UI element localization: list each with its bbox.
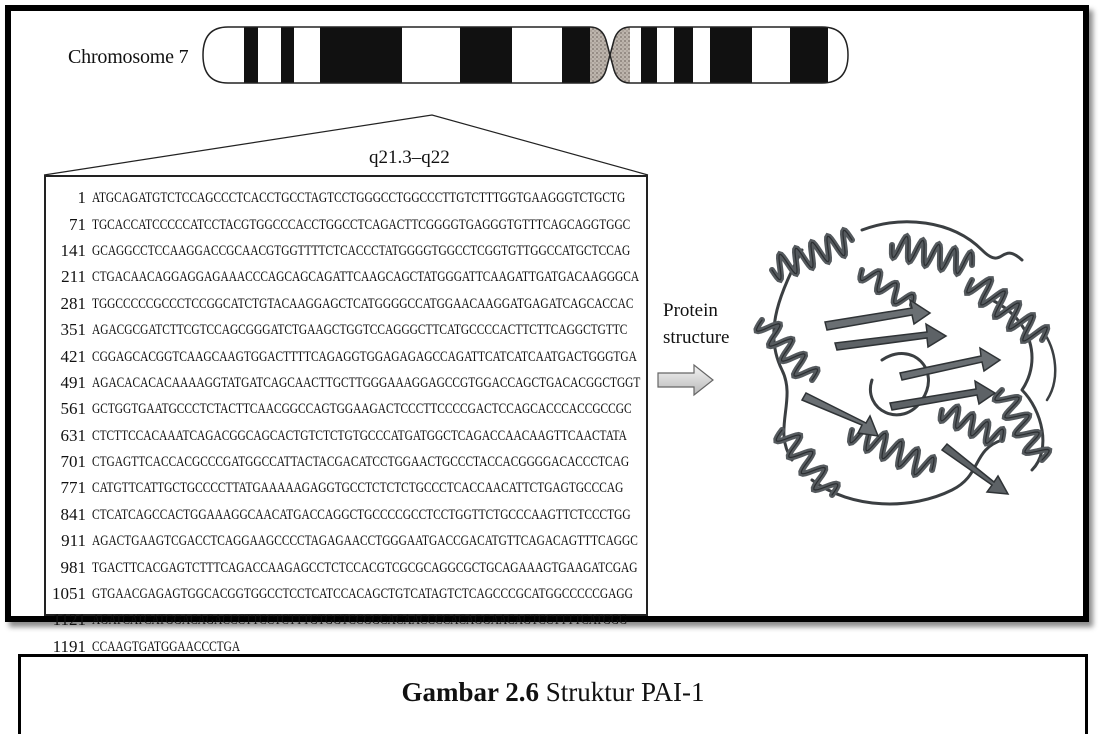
sequence-row: 561 GCTGGTGAATGCCCTCTACTTCAACGGCCAGTGGAAG… xyxy=(46,396,646,422)
sequence-row: 351 AGACGCGATCTTCGTCCAGCGGGATCTGAAGCTGGTC… xyxy=(46,317,646,343)
sequence-row: 1051 GTGAACGAGAGTGGCACGGTGGCCTCCTCATCCACA… xyxy=(46,581,646,607)
helix xyxy=(755,319,819,381)
helix xyxy=(940,406,1004,444)
sequence-box: 1 ATGCAGATGTCTCCAGCCCTCACCTGCCTAGTCCTGGGC… xyxy=(44,175,648,656)
sequence-position: 351 xyxy=(60,320,87,340)
sequence-bases: AGACGCGATCTTCGTCCAGCGGGATCTGAAGCTGGTCCAG… xyxy=(92,321,628,339)
chromosome-ideogram xyxy=(43,26,849,176)
arrow-right-icon xyxy=(657,363,714,397)
sequence-row: 1191 CCAAGTGATGGAACCCTGA xyxy=(46,634,646,660)
sequence-bases: GCAGGCCTCCAAGGACCGCAACGTGGTTTTCTCACCCTAT… xyxy=(92,241,631,259)
sequence-position: 1 xyxy=(77,188,87,208)
sequence-position: 631 xyxy=(60,425,87,445)
sequence-bases: CTCTTCCACAAATCAGACGGCAGCACTGTCTCTGTGCCCA… xyxy=(92,426,627,444)
sequence-row: 421 CGGAGCACGGTCAAGCAAGTGGACTTTTCAGAGGTGG… xyxy=(46,343,646,369)
band xyxy=(641,27,657,83)
sequence-bases: AGATCATCATGGACAGACCCTTCCTCTTTGTGGTCCGGCA… xyxy=(92,611,628,629)
sequence-row: 141 GCAGGCCTCCAAGGACCGCAACGTGGTTTTCTCACCC… xyxy=(46,238,646,264)
sequence-bases: CTCATCAGCCACTGGAAAGGCAACATGACCAGGCTGCCCC… xyxy=(92,505,631,523)
zoom-lines xyxy=(43,114,649,176)
sequence-row: 771 CATGTTCATTGCTGCCCCTTATGAAAAAGAGGTGCCT… xyxy=(46,475,646,501)
sequence-bases: TGCACCATCCCCCATCCTACGTGGCCCACCTGGCCTCAGA… xyxy=(92,215,631,233)
sequence-row: 981 TGACTTCACGAGTCTTTCAGACCAAGAGCCTCTCCAC… xyxy=(46,554,646,580)
sequence-position: 1191 xyxy=(52,636,86,656)
sequence-position: 911 xyxy=(61,531,86,551)
sequence-position: 1121 xyxy=(52,610,86,630)
protein-label-line2: structure xyxy=(663,327,730,348)
sequence-row: 841 CTCATCAGCCACTGGAAAGGCAACATGACCAGGCTGC… xyxy=(46,502,646,528)
region-label: q21.3–q22 xyxy=(369,147,450,168)
caption-figure-number: Gambar 2.6 xyxy=(401,677,539,707)
sequence-row: 1121 AGATCATCATGGACAGACCCTTCCTCTTTGTGGTCC… xyxy=(46,607,646,633)
band xyxy=(244,27,258,83)
sequence-position: 421 xyxy=(60,346,87,366)
band xyxy=(674,27,693,83)
sequence-position: 771 xyxy=(60,478,87,498)
helix xyxy=(891,235,973,275)
chromosome-label: Chromosome 7 xyxy=(68,46,189,68)
band xyxy=(320,27,402,83)
sequence-position: 491 xyxy=(60,372,87,392)
sequence-bases: TGGCCCCCGCCCTCCGGCATCTGTACAAGGAGCTCATGGG… xyxy=(92,294,634,312)
band xyxy=(460,27,512,83)
band xyxy=(710,27,752,83)
helix xyxy=(771,229,853,281)
figure-caption: Gambar 2.6 Struktur PAI-1 xyxy=(18,654,1088,734)
protein-label-line1: Protein xyxy=(663,300,718,321)
sequence-bases: CTGAGTTCACCACGCCCGATGGCCATTACTACGACATCCT… xyxy=(92,453,630,471)
sequence-bases: CGGAGCACGGTCAAGCAAGTGGACTTTTCAGAGGTGGAGA… xyxy=(92,347,637,365)
sequence-position: 1051 xyxy=(52,584,86,604)
centromere xyxy=(590,27,610,83)
sequence-row: 211 CTGACAACAGGAGGAGAAACCCAGCAGCAGATTCAAG… xyxy=(46,264,646,290)
protein-ribbon-structure xyxy=(753,220,1057,506)
sequence-row: 281 TGGCCCCCGCCCTCCGGCATCTGTACAAGGAGCTCAT… xyxy=(46,291,646,317)
helix xyxy=(775,429,839,496)
sequence-row: 631 CTCTTCCACAAATCAGACGGCAGCACTGTCTCTGTGC… xyxy=(46,423,646,449)
caption-title: Struktur PAI-1 xyxy=(538,677,705,707)
helix xyxy=(859,269,915,306)
sequence-position: 281 xyxy=(60,293,87,313)
sequence-row: 701 CTGAGTTCACCACGCCCGATGGCCATTACTACGACAT… xyxy=(46,449,646,475)
sequence-position: 71 xyxy=(69,214,86,234)
centromere xyxy=(610,27,630,83)
sequence-bases: CCAAGTGATGGAACCCTGA xyxy=(92,637,241,655)
sequence-bases: GTGAACGAGAGTGGCACGGTGGCCTCCTCATCCACAGCTG… xyxy=(92,585,633,603)
band xyxy=(562,27,590,83)
sequence-row: 71 TGCACCATCCCCCATCCTACGTGGCCCACCTGGCCTCA… xyxy=(46,211,646,237)
protein-structure-label: Protein structure xyxy=(663,297,729,351)
sequence-bases: AGACTGAAGTCGACCTCAGGAAGCCCCTAGAGAACCTGGG… xyxy=(92,532,638,550)
sequence-row: 1 ATGCAGATGTCTCCAGCCCTCACCTGCCTAGTCCTGGGC… xyxy=(46,185,646,211)
sequence-bases: ATGCAGATGTCTCCAGCCCTCACCTGCCTAGTCCTGGGCC… xyxy=(92,189,626,207)
sequence-bases: CTGACAACAGGAGGAGAAACCCAGCAGCAGATTCAAGCAG… xyxy=(92,268,640,286)
band xyxy=(790,27,828,83)
helix xyxy=(966,278,1048,342)
sequence-bases: CATGTTCATTGCTGCCCCTTATGAAAAAGAGGTGCCTCTC… xyxy=(92,479,624,497)
sequence-position: 841 xyxy=(60,504,87,524)
sequence-position: 701 xyxy=(60,452,87,472)
sequence-position: 981 xyxy=(60,557,87,577)
sequence-row: 491 AGACACACACAAAAGGTATGATCAGCAACTTGCTTGG… xyxy=(46,370,646,396)
sequence-bases: AGACACACACAAAAGGTATGATCAGCAACTTGCTTGGGAA… xyxy=(92,373,641,391)
sequence-position: 141 xyxy=(60,240,87,260)
sequence-row: 911 AGACTGAAGTCGACCTCAGGAAGCCCCTAGAGAACCT… xyxy=(46,528,646,554)
sequence-position: 561 xyxy=(60,399,87,419)
helix xyxy=(994,389,1050,461)
sequence-bases: GCTGGTGAATGCCCTCTACTTCAACGGCCAGTGGAAGACT… xyxy=(92,400,632,418)
sequence-bases: TGACTTCACGAGTCTTTCAGACCAAGAGCCTCTCCACGTC… xyxy=(92,558,638,576)
band xyxy=(281,27,294,83)
sequence-position: 211 xyxy=(61,267,86,287)
